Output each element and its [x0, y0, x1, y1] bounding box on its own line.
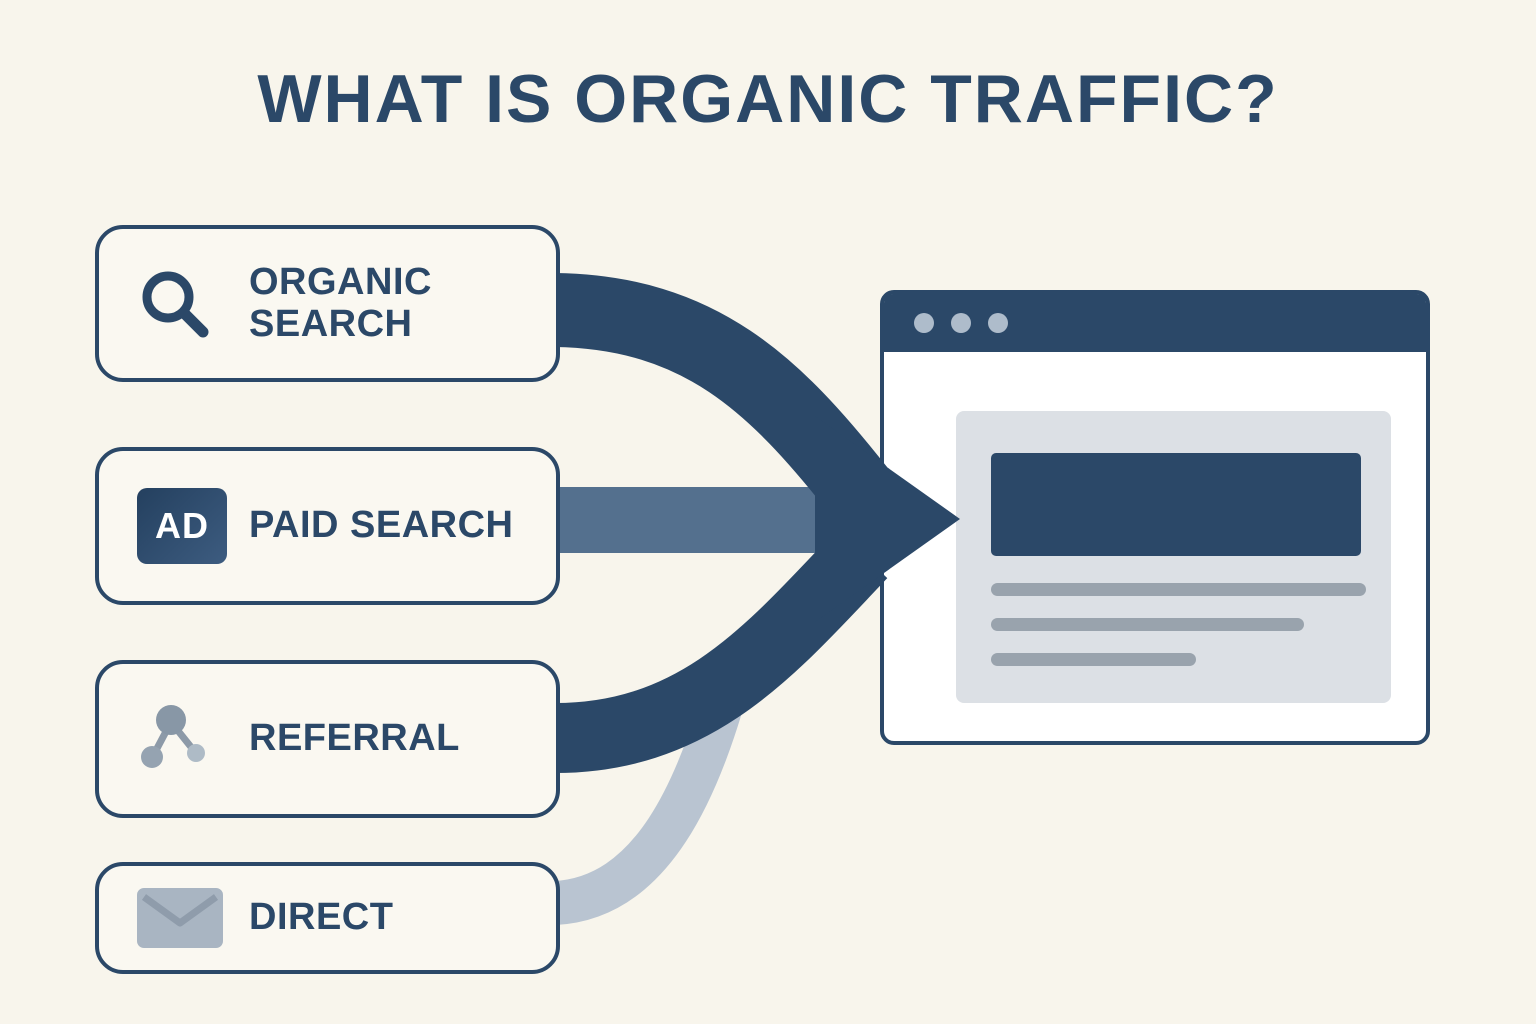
source-label: ORGANIC SEARCH [249, 260, 432, 345]
window-dot-icon [914, 313, 934, 333]
browser-window [880, 290, 1430, 745]
source-box-referral: REFERRAL [95, 660, 560, 818]
source-box-organic-search: ORGANIC SEARCH [95, 225, 560, 382]
organic-arrow-band [553, 273, 888, 513]
ad-badge-icon: AD [137, 488, 227, 564]
search-icon [142, 271, 209, 337]
text-line-placeholder [991, 618, 1304, 631]
source-label: DIRECT [249, 896, 394, 939]
arrowhead [815, 416, 960, 622]
text-line-placeholder [991, 583, 1366, 596]
share-network-icon [141, 705, 205, 768]
browser-titlebar [884, 294, 1426, 352]
source-label: REFERRAL [249, 717, 460, 760]
hero-block [991, 453, 1361, 556]
text-line-placeholder [991, 653, 1196, 666]
window-dot-icon [951, 313, 971, 333]
window-dot-icon [988, 313, 1008, 333]
source-box-paid-search: AD PAID SEARCH [95, 447, 560, 605]
ad-badge-text: AD [155, 505, 209, 546]
envelope-icon [137, 888, 223, 948]
source-label: PAID SEARCH [249, 504, 514, 547]
source-box-direct: DIRECT [95, 862, 560, 974]
page-title: WHAT IS ORGANIC TRAFFIC? [257, 61, 1279, 137]
content-panel [956, 411, 1391, 703]
